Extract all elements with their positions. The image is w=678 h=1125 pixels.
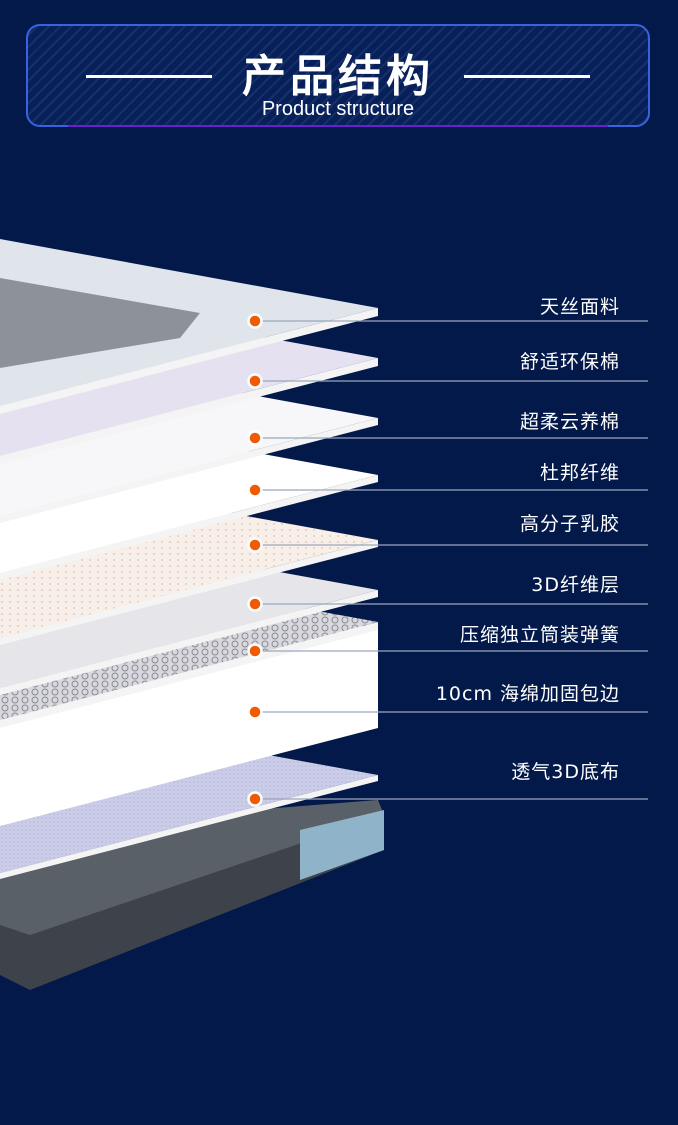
layer-edge bbox=[0, 308, 378, 414]
layer-edge bbox=[0, 358, 378, 464]
layer-label: 3D纤维层 bbox=[531, 574, 620, 596]
layer-label: 高分子乳胶 bbox=[519, 513, 620, 535]
layer-edge bbox=[0, 775, 378, 879]
layer-label: 10cm 海绵加固包边 bbox=[435, 683, 620, 705]
header-banner: 产品结构 Product structure bbox=[26, 24, 650, 127]
foam-side-face bbox=[0, 628, 378, 826]
marker-dot bbox=[247, 430, 263, 446]
marker-dot bbox=[247, 791, 263, 807]
title-rule-right bbox=[464, 75, 590, 78]
layer-edge bbox=[0, 418, 378, 523]
marker-dot bbox=[247, 596, 263, 612]
layer-edge bbox=[0, 590, 378, 695]
marker-dot bbox=[247, 704, 263, 720]
page-title: 产品结构 bbox=[242, 51, 434, 102]
mattress-base-trim bbox=[300, 810, 384, 880]
layer-label: 天丝面料 bbox=[539, 296, 620, 318]
layer-label: 压缩独立筒装弹簧 bbox=[459, 624, 620, 646]
layer-edge bbox=[0, 622, 378, 728]
layer-label: 舒适环保棉 bbox=[519, 351, 620, 373]
layer-label: 超柔云养棉 bbox=[519, 411, 620, 433]
layer-label: 杜邦纤维 bbox=[539, 462, 620, 484]
title-rule-left bbox=[86, 75, 212, 78]
page-subtitle: Product structure bbox=[261, 98, 415, 120]
marker-dot bbox=[247, 482, 263, 498]
marker-dot bbox=[247, 313, 263, 329]
marker-dot bbox=[247, 537, 263, 553]
layer-edge bbox=[0, 475, 378, 580]
marker-dot bbox=[247, 643, 263, 659]
tencel-band bbox=[0, 278, 200, 368]
marker-dot bbox=[247, 373, 263, 389]
layer-edge bbox=[0, 540, 378, 645]
layer-label: 透气3D底布 bbox=[511, 761, 620, 783]
